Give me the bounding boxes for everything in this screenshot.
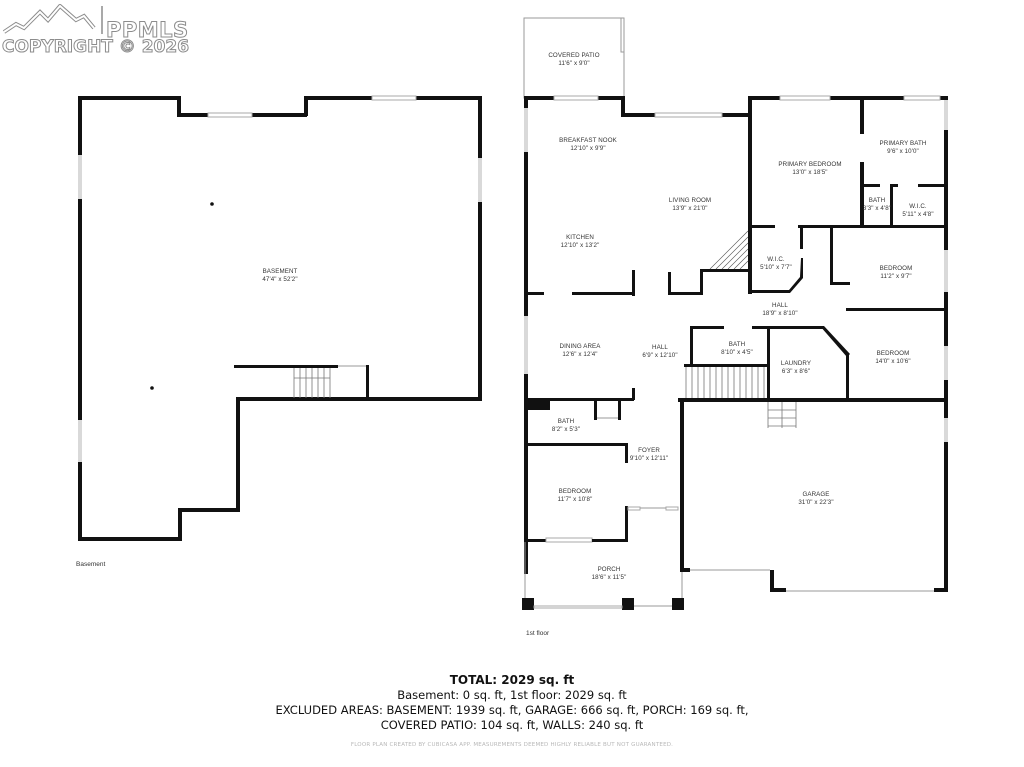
- room-dims: 3'3" x 4'8": [862, 205, 892, 213]
- room-dims: 18'9" x 8'10": [762, 310, 798, 318]
- room-bedroom-3: BEDROOM 14'0" x 10'6": [875, 350, 910, 367]
- room-dims: 8'10" x 4'5": [721, 349, 753, 357]
- room-breakfast-nook: BREAKFAST NOOK 12'10" x 9'9": [559, 137, 617, 154]
- room-primary-bath: PRIMARY BATH 9'6" x 10'0": [880, 140, 927, 157]
- room-name: BATH: [868, 197, 886, 204]
- room-basement: BASEMENT 47'4" x 52'2": [262, 268, 297, 285]
- excluded-areas-line1: EXCLUDED AREAS: BASEMENT: 1939 sq. ft, G…: [275, 703, 749, 717]
- basement-plan: [78, 95, 482, 541]
- room-hall-lower: HALL 6'9" x 12'10": [642, 344, 677, 361]
- room-laundry: LAUNDRY 6'3" x 8'6": [781, 360, 811, 377]
- room-dims: 11'6" x 9'0": [558, 60, 590, 68]
- room-name: HALL: [652, 344, 668, 351]
- room-dims: 12'10" x 9'9": [570, 145, 606, 153]
- room-dims: 6'9" x 12'10": [642, 352, 678, 360]
- room-dims: 5'10" x 7'7": [760, 264, 792, 272]
- room-name: LAUNDRY: [780, 360, 812, 367]
- room-dims: 9'6" x 10'0": [887, 148, 919, 156]
- room-name: PRIMARY BEDROOM: [778, 161, 842, 168]
- basement-stairs: [293, 368, 331, 398]
- ppmls-watermark: PPMLS COPYRIGHT © 2026: [1, 4, 207, 58]
- room-name: BASEMENT: [262, 268, 298, 275]
- room-name: COVERED PATIO: [548, 52, 600, 59]
- room-bedroom-front: BEDROOM 11'7" x 10'8": [558, 488, 593, 505]
- room-dims: 5'11" x 4'8": [902, 211, 934, 219]
- room-dims: 6'3" x 8'6": [781, 368, 811, 376]
- room-name: W.I.C.: [767, 256, 785, 263]
- room-dining-area: DINING AREA 12'6" x 12'4": [560, 343, 601, 360]
- disclaimer: FLOOR PLAN CREATED BY CUBICASA APP. MEAS…: [350, 742, 674, 748]
- room-living-room: LIVING ROOM 13'9" x 21'0": [669, 197, 711, 214]
- room-bedroom-2: BEDROOM 11'2" x 9'7": [880, 265, 913, 282]
- room-dims: 12'10" x 13'2": [560, 242, 600, 250]
- room-name: W.I.C.: [909, 203, 927, 210]
- room-kitchen: KITCHEN 12'10" x 13'2": [561, 234, 600, 251]
- room-bath-small: BATH 3'3" x 4'8": [863, 197, 891, 214]
- room-dims: 31'0" x 22'3": [798, 499, 834, 507]
- watermark-copyright: COPYRIGHT © 2026: [1, 37, 190, 58]
- room-garage: GARAGE 31'0" x 22'3": [798, 491, 833, 508]
- room-dims: 11'7" x 10'8": [557, 496, 593, 504]
- room-name: DINING AREA: [559, 343, 601, 350]
- room-bath-hall: BATH 8'10" x 4'5": [721, 341, 753, 358]
- room-dims: 12'6" x 12'4": [562, 351, 598, 359]
- room-dims: 8'2" x 5'3": [551, 426, 581, 434]
- floor-label-first: 1st floor: [526, 630, 550, 637]
- area-summary: TOTAL: 2029 sq. ft Basement: 0 sq. ft, 1…: [0, 672, 1024, 748]
- room-dims: 14'0" x 10'6": [875, 358, 911, 366]
- room-wic-primary: W.I.C. 5'11" x 4'8": [902, 203, 933, 220]
- room-dims: 13'9" x 21'0": [672, 205, 708, 213]
- room-name: HALL: [772, 302, 788, 309]
- room-covered-patio: COVERED PATIO 11'6" x 9'0": [548, 52, 599, 69]
- first-floor-plan: [522, 17, 948, 610]
- garage-stairs: [767, 402, 797, 428]
- watermark-brand: PPMLS: [106, 18, 189, 43]
- area-breakdown: Basement: 0 sq. ft, 1st floor: 2029 sq. …: [397, 688, 627, 702]
- room-name: BATH: [728, 341, 746, 348]
- room-foyer: FOYER 9'10" x 12'11": [630, 447, 668, 464]
- room-wic-hall: W.I.C. 5'10" x 7'7": [760, 256, 792, 273]
- floor-label-basement: Basement: [76, 561, 106, 568]
- room-hall-upper: HALL 18'9" x 8'10": [762, 302, 797, 319]
- room-name: LIVING ROOM: [668, 197, 712, 204]
- room-name: BREAKFAST NOOK: [559, 137, 617, 144]
- room-name: BEDROOM: [876, 350, 910, 357]
- room-porch: PORCH 18'6" x 11'5": [592, 566, 627, 583]
- room-name: KITCHEN: [566, 234, 594, 241]
- room-name: BATH: [557, 418, 575, 425]
- mountain-logo-icon: [2, 4, 103, 34]
- room-dims: 9'10" x 12'11": [629, 455, 669, 463]
- room-dims: 47'4" x 52'2": [262, 276, 298, 284]
- room-bath-front: BATH 8'2" x 5'3": [552, 418, 580, 435]
- room-name: PORCH: [597, 566, 621, 573]
- room-name: BEDROOM: [558, 488, 592, 495]
- room-name: FOYER: [638, 447, 660, 454]
- room-name: GARAGE: [802, 491, 830, 498]
- room-name: BEDROOM: [879, 265, 913, 272]
- room-dims: 11'2" x 9'7": [880, 273, 912, 281]
- main-stairs: [685, 367, 765, 398]
- room-primary-bedroom: PRIMARY BEDROOM 13'0" x 18'5": [778, 161, 841, 178]
- excluded-areas-line2: COVERED PATIO: 104 sq. ft, WALLS: 240 sq…: [380, 718, 644, 732]
- total-area: TOTAL: 2029 sq. ft: [449, 673, 575, 687]
- stair-hatch: [709, 230, 749, 270]
- room-dims: 13'0" x 18'5": [792, 169, 828, 177]
- room-name: PRIMARY BATH: [879, 140, 927, 147]
- room-dims: 18'6" x 11'5": [591, 574, 627, 582]
